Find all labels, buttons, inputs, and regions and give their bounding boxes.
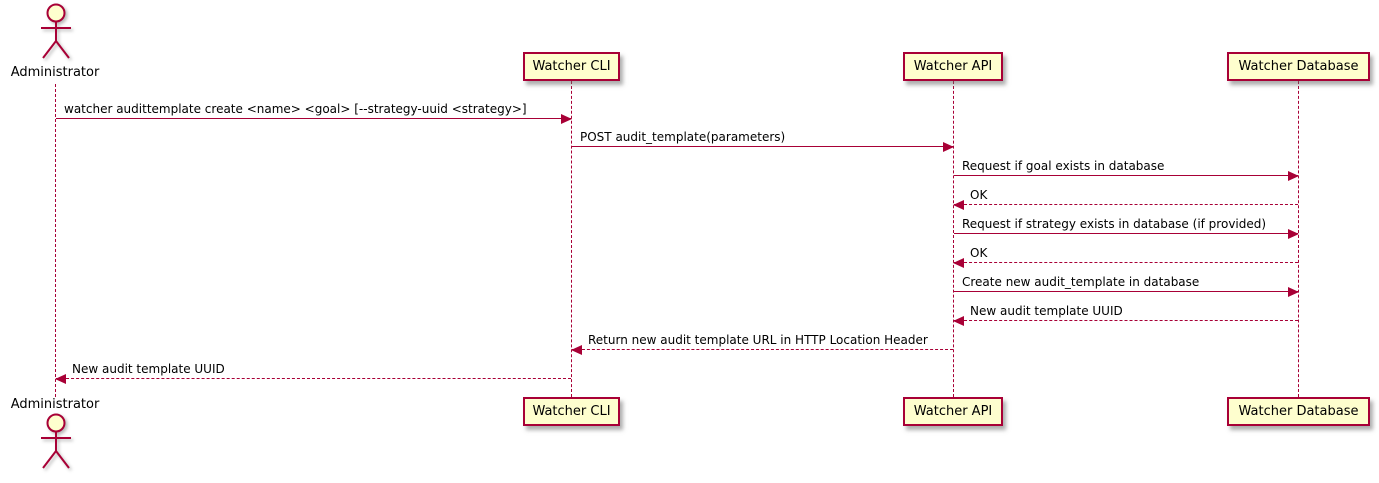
arrowhead-left	[55, 374, 66, 384]
message-4-label: OK	[970, 188, 988, 202]
message-1-label: watcher audittemplate create <name> <goa…	[64, 102, 527, 116]
arrowhead-left	[571, 345, 582, 355]
arrowhead-right	[1288, 287, 1299, 297]
arrowhead-left	[953, 316, 964, 326]
actor-label-administrator-top: Administrator	[10, 65, 100, 80]
arrowhead-right	[561, 114, 572, 124]
arrowhead-right	[1288, 229, 1299, 239]
message-1: watcher audittemplate create <name> <goa…	[56, 102, 572, 124]
message-2-label: POST audit_template(parameters)	[580, 130, 786, 144]
arrowhead-left	[953, 200, 964, 210]
actor-icon	[41, 413, 71, 469]
message-9: Return new audit template URL in HTTP Lo…	[571, 333, 953, 355]
message-7-line	[954, 287, 1299, 297]
message-10-line	[55, 374, 571, 384]
arrowhead-right	[943, 142, 954, 152]
arrowhead-right	[1288, 171, 1299, 181]
participant-box-watcher-database-top: Watcher Database	[1227, 52, 1370, 81]
actor-label-administrator-bottom: Administrator	[10, 397, 100, 412]
lifeline-watcher-api	[953, 81, 954, 397]
lifeline-administrator	[55, 84, 56, 397]
message-5: Request if strategy exists in database (…	[954, 217, 1299, 239]
message-5-line	[954, 229, 1299, 239]
message-8-label: New audit template UUID	[970, 304, 1123, 318]
message-10: New audit template UUID	[55, 362, 571, 384]
participant-box-watcher-api-top: Watcher API	[903, 52, 1003, 81]
message-9-line	[571, 345, 953, 355]
message-7-label: Create new audit_template in database	[962, 275, 1200, 289]
lifeline-watcher-cli	[571, 81, 572, 397]
message-3: Request if goal exists in database	[954, 159, 1299, 181]
message-7: Create new audit_template in database	[954, 275, 1299, 297]
message-5-label: Request if strategy exists in database (…	[962, 217, 1267, 231]
message-9-label: Return new audit template URL in HTTP Lo…	[588, 333, 928, 347]
message-10-label: New audit template UUID	[72, 362, 225, 376]
lifeline-watcher-database	[1298, 81, 1299, 397]
message-3-label: Request if goal exists in database	[962, 159, 1165, 173]
message-6: OK	[953, 246, 1298, 268]
message-3-line	[954, 171, 1299, 181]
message-2: POST audit_template(parameters)	[572, 130, 954, 152]
message-2-line	[572, 142, 954, 152]
actor-icon	[41, 3, 71, 59]
arrowhead-left	[953, 258, 964, 268]
message-8: New audit template UUID	[953, 304, 1298, 326]
participant-box-watcher-database-bottom: Watcher Database	[1227, 397, 1370, 426]
participant-box-watcher-api-bottom: Watcher API	[903, 397, 1003, 426]
participant-box-watcher-cli-bottom: Watcher CLI	[523, 397, 620, 426]
message-4: OK	[953, 188, 1298, 210]
message-6-line	[953, 258, 1298, 268]
message-1-line	[56, 114, 572, 124]
message-4-line	[953, 200, 1298, 210]
message-6-label: OK	[970, 246, 988, 260]
participant-box-watcher-cli-top: Watcher CLI	[523, 52, 620, 81]
message-8-line	[953, 316, 1298, 326]
